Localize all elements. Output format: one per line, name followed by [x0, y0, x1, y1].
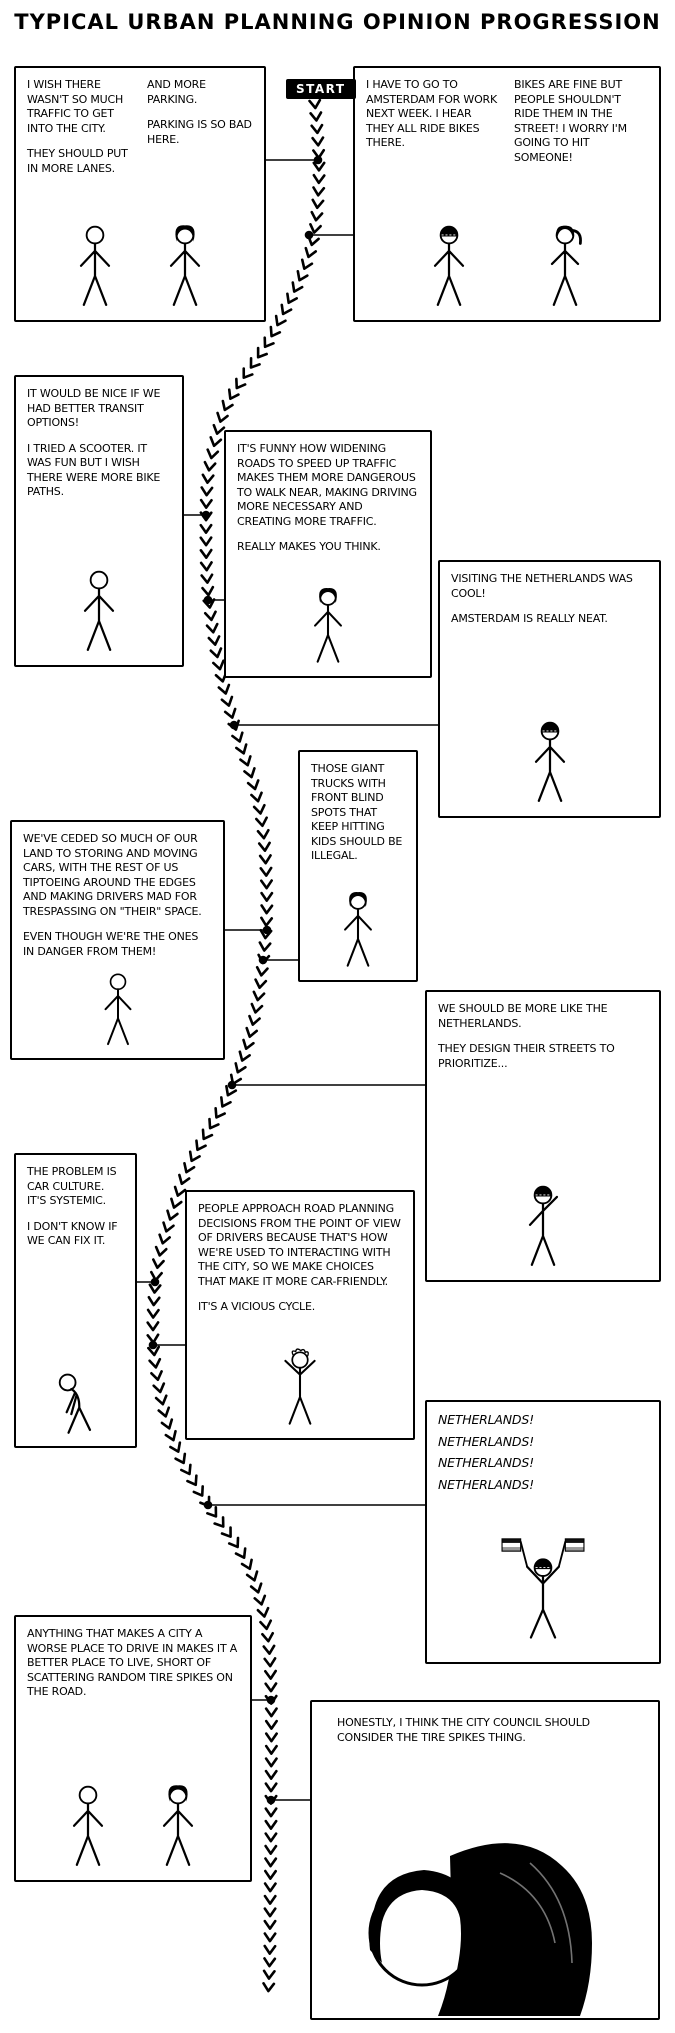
speech-paragraph: PEOPLE APPROACH ROAD PLANNING DECISIONS …	[198, 1202, 401, 1288]
beanie-figure-with-flags	[501, 1537, 585, 1658]
beanie-figure	[421, 223, 477, 316]
panel-ceded-land: WE'VE CEDED SO MUCH OF OUR LAND TO STORI…	[10, 820, 225, 1060]
speech-paragraph: NETHERLANDS!	[438, 1433, 534, 1449]
start-badge: START	[286, 79, 356, 99]
speech-paragraph: I TRIED A SCOOTER. IT WAS FUN BUT I WISH…	[27, 441, 161, 499]
long-hair-closeup-figure	[320, 1818, 650, 2018]
path-chevron-links	[146, 98, 326, 1993]
speech-paragraph: IT WOULD BE NICE IF WE HAD BETTER TRANSI…	[27, 387, 161, 430]
stick-figure	[67, 223, 123, 316]
speech-paragraph: I DON'T KNOW IF WE CAN FIX IT.	[27, 1219, 118, 1248]
speech-paragraph: PARKING IS SO BAD HERE.	[147, 118, 252, 146]
speech-text: I HAVE TO GO TO AMSTERDAM FOR WORK NEXT …	[366, 78, 500, 162]
speech-paragraph: I WISH THERE WASN'T SO MUCH TRAFFIC TO G…	[27, 78, 124, 135]
speech-text: AND MORE PARKING. PARKING IS SO BAD HERE…	[147, 78, 253, 158]
panel-amsterdam-trip: I HAVE TO GO TO AMSTERDAM FOR WORK NEXT …	[353, 66, 661, 322]
speech-text: THE PROBLEM IS CAR CULTURE. IT'S SYSTEMI…	[27, 1165, 124, 1249]
speech-paragraph: AND MORE PARKING.	[147, 78, 206, 106]
speech-text: VISITING THE NETHERLANDS WAS COOL! AMSTE…	[451, 572, 648, 627]
speech-paragraph: THEY DESIGN THEIR STREETS TO PRIORITIZE.…	[438, 1042, 615, 1070]
speech-paragraph: ANYTHING THAT MAKES A CITY A WORSE PLACE…	[27, 1627, 238, 1699]
speech-paragraph: THE PROBLEM IS CAR CULTURE. IT'S SYSTEMI…	[27, 1165, 117, 1208]
beanie-figure	[522, 719, 578, 812]
speech-paragraph: HONESTLY, I THINK THE CITY COUNCIL SHOUL…	[337, 1716, 590, 1744]
slumped-figure	[48, 1349, 104, 1442]
speech-paragraph: WE SHOULD BE MORE LIKE THE NETHERLANDS.	[438, 1002, 608, 1030]
speech-text: THOSE GIANT TRUCKS WITH FRONT BLIND SPOT…	[311, 762, 405, 864]
speech-paragraph: WE'VE CEDED SO MUCH OF OUR LAND TO STORI…	[23, 832, 202, 918]
panel-connector-lines	[137, 159, 438, 1801]
speech-paragraph: NETHERLANDS!	[438, 1476, 534, 1492]
dark-hair-figure	[150, 1783, 206, 1876]
arms-raised-figure	[274, 1348, 326, 1434]
ponytail-figure	[537, 223, 593, 316]
speech-paragraph: NETHERLANDS!	[438, 1412, 534, 1427]
page-title: TYPICAL URBAN PLANNING OPINION PROGRESSI…	[14, 10, 661, 34]
speech-paragraph: THEY SHOULD PUT IN MORE LANES.	[27, 147, 128, 175]
speech-text: HONESTLY, I THINK THE CITY COUNCIL SHOUL…	[323, 1712, 647, 1745]
dark-hair-figure	[302, 586, 354, 672]
panel-more-lanes: I WISH THERE WASN'T SO MUCH TRAFFIC TO G…	[14, 66, 266, 322]
panel-like-the-netherlands: WE SHOULD BE MORE LIKE THE NETHERLANDS. …	[425, 990, 661, 1282]
speech-text: NETHERLANDS! NETHERLANDS! NETHERLANDS! N…	[438, 1412, 648, 1493]
speech-paragraph: NETHERLANDS!	[438, 1455, 534, 1470]
panel-giant-trucks: THOSE GIANT TRUCKS WITH FRONT BLIND SPOT…	[298, 750, 418, 982]
panel-netherlands-chant: NETHERLANDS! NETHERLANDS! NETHERLANDS! N…	[425, 1400, 661, 1664]
panel-tire-spikes: HONESTLY, I THINK THE CITY COUNCIL SHOUL…	[310, 1700, 660, 2020]
panel-worse-to-drive: ANYTHING THAT MAKES A CITY A WORSE PLACE…	[14, 1615, 252, 1882]
panel-transit-options: IT WOULD BE NICE IF WE HAD BETTER TRANSI…	[14, 375, 184, 667]
speech-paragraph: IT'S A VICIOUS CYCLE.	[198, 1300, 316, 1314]
speech-paragraph: I HAVE TO GO TO AMSTERDAM FOR WORK NEXT …	[366, 78, 498, 150]
speech-text: IT WOULD BE NICE IF WE HAD BETTER TRANSI…	[27, 387, 171, 500]
speech-text: ANYTHING THAT MAKES A CITY A WORSE PLACE…	[27, 1627, 239, 1700]
path-junction-dots	[148, 155, 323, 1805]
speech-paragraph: EVEN THOUGH WE'RE THE ONES IN DANGER FRO…	[23, 930, 199, 958]
speech-paragraph: AMSTERDAM IS REALLY NEAT.	[451, 612, 608, 626]
stick-figure	[93, 971, 143, 1054]
panel-widening-roads: IT'S FUNNY HOW WIDENING ROADS TO SPEED U…	[224, 430, 432, 678]
dark-hair-figure	[157, 223, 213, 316]
panel-car-culture: THE PROBLEM IS CAR CULTURE. IT'S SYSTEMI…	[14, 1153, 137, 1448]
speech-text: IT'S FUNNY HOW WIDENING ROADS TO SPEED U…	[237, 442, 419, 555]
beanie-figure-pointing	[515, 1183, 571, 1276]
speech-paragraph: IT'S FUNNY HOW WIDENING ROADS TO SPEED U…	[237, 442, 417, 528]
panel-visiting-netherlands: VISITING THE NETHERLANDS WAS COOL! AMSTE…	[438, 560, 661, 818]
panel-vicious-cycle: PEOPLE APPROACH ROAD PLANNING DECISIONS …	[185, 1190, 415, 1440]
speech-paragraph: VISITING THE NETHERLANDS WAS COOL!	[451, 572, 633, 600]
stick-figure	[71, 568, 127, 661]
speech-paragraph: THOSE GIANT TRUCKS WITH FRONT BLIND SPOT…	[311, 762, 403, 863]
speech-paragraph: BIKES ARE FINE BUT PEOPLE SHOULDN'T RIDE…	[514, 78, 627, 164]
speech-text: I WISH THERE WASN'T SO MUCH TRAFFIC TO G…	[27, 78, 133, 187]
speech-text: PEOPLE APPROACH ROAD PLANNING DECISIONS …	[198, 1202, 402, 1315]
speech-text: WE SHOULD BE MORE LIKE THE NETHERLANDS. …	[438, 1002, 648, 1071]
stick-figure	[60, 1783, 116, 1876]
speech-text: WE'VE CEDED SO MUCH OF OUR LAND TO STORI…	[23, 832, 212, 959]
speech-paragraph: REALLY MAKES YOU THINK.	[237, 540, 381, 554]
speech-text: BIKES ARE FINE BUT PEOPLE SHOULDN'T RIDE…	[514, 78, 648, 176]
dark-hair-figure	[332, 890, 384, 976]
